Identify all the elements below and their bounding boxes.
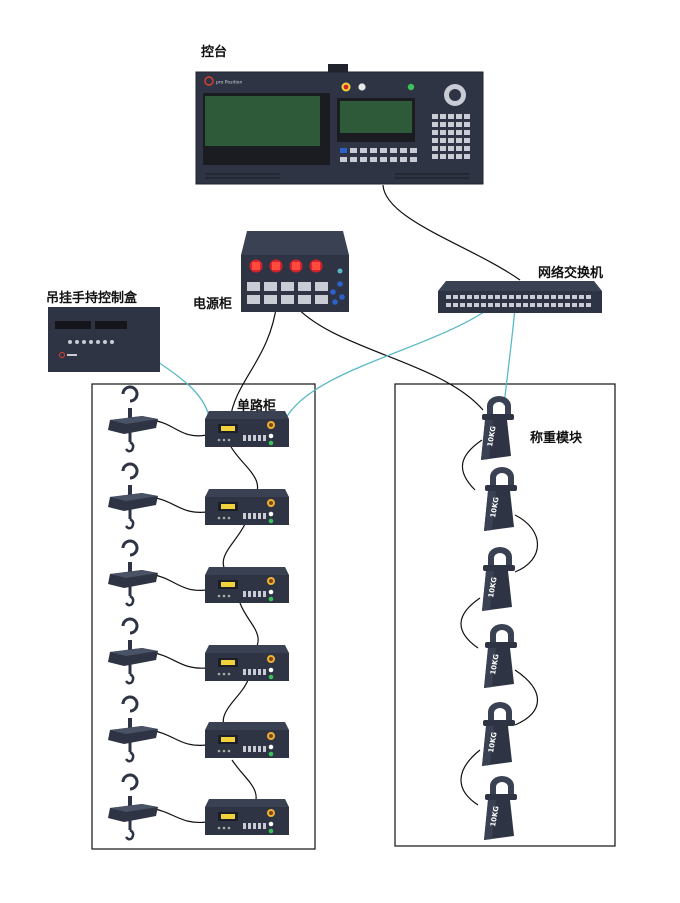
- load-cell-shackle-icon: 10KG: [481, 396, 514, 460]
- single-cabinet-2: [205, 489, 289, 525]
- console-brand-label: pro Position: [216, 80, 242, 86]
- load-cell-shackle-icon: 10KG: [482, 547, 515, 611]
- single-cabinet-label: 单路柜: [237, 399, 277, 414]
- single-cabinet-6: [205, 799, 289, 835]
- single-cabinet-5: [205, 722, 289, 758]
- single-cabinet-group-box: [91, 383, 316, 850]
- load-cell-shackle-icon: 10KG: [484, 467, 517, 531]
- hoist-icon: [106, 695, 160, 763]
- single-cabinet-4: [205, 645, 289, 681]
- hoist-icon: [106, 773, 160, 841]
- power-cabinet: [241, 231, 349, 312]
- console-screen-right: [340, 101, 412, 133]
- svg-text:10KG: 10KG: [487, 576, 499, 598]
- single-cabinet-1: [205, 411, 289, 447]
- svg-text:10KG: 10KG: [487, 731, 499, 753]
- weighing-group-box: [394, 383, 616, 847]
- svg-text:10KG: 10KG: [486, 425, 498, 447]
- lighting-console: pro Position: [195, 64, 484, 185]
- hoist-icon: [106, 617, 160, 685]
- pendant-control-box: [48, 307, 160, 372]
- hoist-icon: [106, 539, 160, 607]
- console-screen-left: [205, 96, 320, 146]
- console-buttons: [340, 148, 417, 162]
- switch-label: 网络交换机: [538, 266, 604, 281]
- single-cabinet-3: [205, 567, 289, 603]
- svg-text:10KG: 10KG: [489, 496, 501, 518]
- console-label: 控台: [201, 45, 228, 60]
- brand-logo-icon: [204, 76, 214, 86]
- svg-text:10KG: 10KG: [489, 653, 501, 675]
- load-cell-shackle-icon: 10KG: [482, 702, 515, 766]
- svg-text:10KG: 10KG: [489, 805, 501, 827]
- power-cabinet-label: 电源柜: [193, 297, 233, 312]
- load-cell-shackle-icon: 10KG: [484, 624, 517, 688]
- weighing-module-label: 称重模块: [530, 431, 583, 446]
- red-power-plug-icon: [249, 259, 323, 273]
- hoist-icon: [106, 385, 160, 453]
- network-switch: [438, 281, 602, 313]
- hoist-icon: [106, 462, 160, 530]
- load-cell-shackle-icon: 10KG: [484, 776, 517, 840]
- network-cables: [154, 307, 516, 421]
- console-keypad: [432, 114, 470, 159]
- pendant-label: 吊挂手持控制盒: [46, 291, 138, 306]
